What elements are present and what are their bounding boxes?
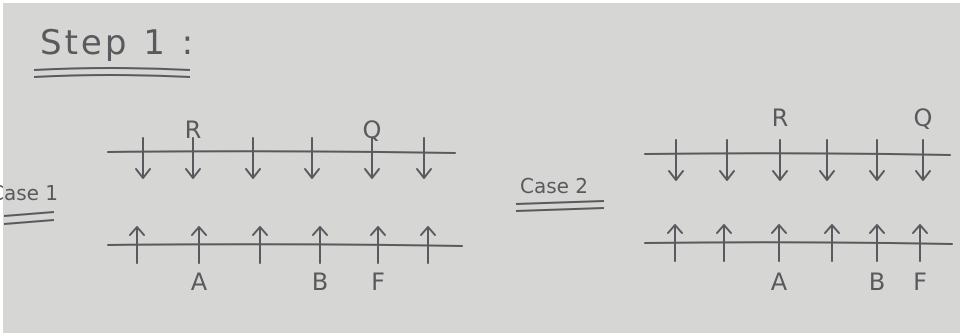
case-2-bottom-line xyxy=(644,241,953,245)
case-1-top-line xyxy=(107,150,456,154)
case-2-top-arrow-down-icon xyxy=(719,139,735,181)
case-2-top-arrow-down-icon xyxy=(915,139,931,181)
case-1-bottom-line xyxy=(107,243,463,247)
case-2-top-line xyxy=(644,152,951,156)
case-2-top-label-q: Q xyxy=(914,104,933,132)
case-1-bottom-arrow-up-icon xyxy=(191,226,207,264)
case-2-label: Case 2 xyxy=(520,174,588,198)
case-2-bottom-arrow-up-icon xyxy=(771,224,787,262)
case-2-bottom-arrow-up-icon xyxy=(824,224,840,262)
case-2-top-label-r: R xyxy=(772,104,789,132)
case-1-bottom-arrow-up-icon xyxy=(420,226,436,264)
case-2-bottom-arrow-up-icon xyxy=(912,224,928,262)
case-1-top-arrow-down-icon xyxy=(304,137,320,179)
case-1-top-label-r: R xyxy=(185,116,202,144)
case-1-bottom-arrow-up-icon xyxy=(312,226,328,264)
case-1-bottom-arrow-up-icon xyxy=(370,226,386,264)
case-1-bottom-label-b: B xyxy=(312,268,328,296)
case-2-bottom-arrow-up-icon xyxy=(869,224,885,262)
case-2-underline-2 xyxy=(515,207,605,212)
case-2-bottom-label-a: A xyxy=(771,268,788,296)
case-1-top-arrow-down-icon xyxy=(364,137,380,179)
paper-background xyxy=(3,3,960,333)
case-1-label: Case 1 xyxy=(0,181,58,205)
case-1-top-arrow-down-icon xyxy=(135,137,151,179)
case-2-underline xyxy=(515,200,605,205)
case-2-top-arrow-down-icon xyxy=(772,139,788,181)
case-1-underline-2 xyxy=(3,219,55,225)
case-2-top-arrow-down-icon xyxy=(869,139,885,181)
case-1-top-arrow-down-icon xyxy=(185,137,201,179)
case-1-top-arrow-down-icon xyxy=(245,137,261,179)
heading-text: Step 1 : xyxy=(40,23,196,63)
case-1-bottom-arrow-up-icon xyxy=(252,226,268,264)
case-1-underline xyxy=(3,211,55,217)
case-2-bottom-label-f: F xyxy=(913,268,927,296)
case-1-top-label-q: Q xyxy=(363,116,382,144)
heading-underline xyxy=(33,67,191,71)
case-1-bottom-label-a: A xyxy=(191,268,208,296)
case-2-bottom-label-b: B xyxy=(869,268,885,296)
case-1-bottom-label-f: F xyxy=(371,268,385,296)
case-1-bottom-arrow-up-icon xyxy=(129,226,145,264)
heading-underline-2 xyxy=(33,74,191,78)
case-2-top-arrow-down-icon xyxy=(668,139,684,181)
case-2-bottom-arrow-up-icon xyxy=(667,224,683,262)
case-1-top-arrow-down-icon xyxy=(416,137,432,179)
case-2-top-arrow-down-icon xyxy=(819,139,835,181)
case-2-bottom-arrow-up-icon xyxy=(716,224,732,262)
